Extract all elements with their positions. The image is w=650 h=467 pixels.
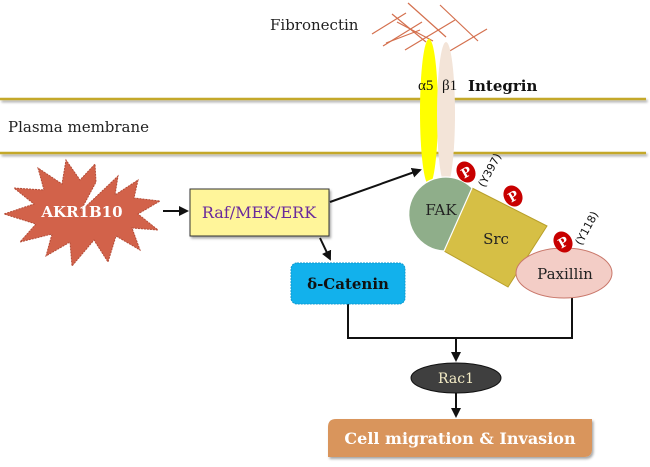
edge-raf-to-catenin — [319, 237, 332, 261]
phospho-badge-fak: P — [456, 161, 476, 183]
akr1b10-starburst-shape — [2, 158, 162, 268]
paxillin-y118-site-label: (Y118) — [573, 209, 602, 247]
integrin-label: Integrin — [468, 77, 537, 95]
paxillin-label: Paxillin — [537, 265, 593, 283]
delta-catenin-label: δ-Catenin — [307, 275, 389, 293]
edge-catenin-paxillin-join — [347, 298, 573, 339]
delta-catenin-node: δ-Catenin — [290, 262, 406, 305]
fibronectin-label: Fibronectin — [270, 16, 359, 34]
src-label: Src — [483, 230, 509, 248]
phospho-badge-shape — [456, 161, 476, 183]
phospho-badge-shape — [503, 185, 523, 207]
fak-shape — [408, 176, 473, 252]
fak-label: FAK — [425, 201, 457, 219]
akr1b10-node: AKR1B10 — [2, 158, 162, 268]
alpha5-label: α5 — [418, 78, 433, 94]
akr1b10-label: AKR1B10 — [40, 203, 122, 221]
phospho-badge-src: P — [503, 185, 523, 207]
beta1-label: β1 — [442, 78, 457, 94]
plasma-membrane — [0, 97, 646, 155]
outcome-node: Cell migration & Invasion — [328, 419, 592, 457]
rac1-node: Rac1 — [410, 362, 502, 394]
fibronectin-mesh — [371, 2, 488, 53]
paxillin-node: Paxillin — [515, 247, 613, 299]
raf-mek-erk-label: Raf/MEK/ERK — [202, 203, 317, 222]
rac1-label: Rac1 — [438, 371, 474, 387]
beta1-integrin-subunit — [437, 42, 455, 186]
phospho-badge-paxillin: P — [553, 231, 573, 253]
outcome-label: Cell migration & Invasion — [344, 429, 576, 448]
outcome-box — [328, 419, 592, 457]
delta-catenin-box — [290, 262, 406, 305]
fak-node: FAK — [408, 176, 473, 252]
raf-mek-erk-node: Raf/MEK/ERK — [189, 188, 330, 237]
rac1-shape — [410, 362, 502, 394]
edges — [163, 167, 573, 418]
plasma-membrane-label: Plasma membrane — [8, 118, 149, 136]
raf-mek-erk-box — [189, 188, 330, 237]
phospho-badge-shape — [553, 231, 573, 253]
edge-raf-to-integrin — [329, 167, 422, 203]
fak-y397-site-label: (Y397) — [476, 151, 505, 189]
alpha5-integrin-subunit — [420, 39, 438, 185]
